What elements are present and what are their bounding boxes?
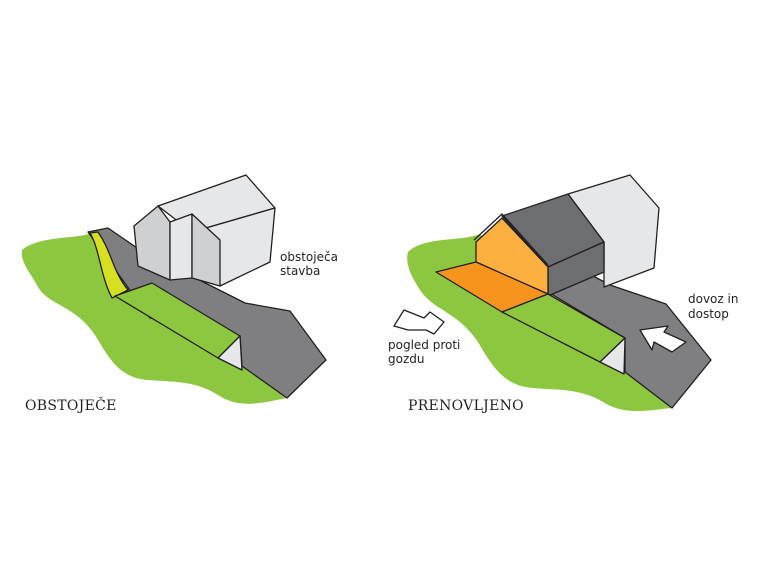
left-grass-area <box>21 232 287 404</box>
left-building-gable-mid <box>169 213 193 281</box>
view-label-line1: pogled proti <box>388 338 460 352</box>
existing-diagram: obstoječa stavba OBSTOJEČE <box>21 174 338 414</box>
access-label-line1: dovoz in <box>688 292 738 306</box>
building-label-line1: obstoječa <box>280 250 338 264</box>
right-building-gable-frame <box>473 213 549 266</box>
access-arrow-icon <box>639 325 687 353</box>
building-label-line2: stavba <box>280 264 320 278</box>
left-building-gable-right <box>191 213 221 287</box>
caption-renovated: PRENOVLJENO <box>408 398 524 414</box>
left-road-notch <box>217 335 243 371</box>
right-road-notch <box>599 337 626 375</box>
view-arrow-icon <box>393 309 445 335</box>
left-footpath <box>89 231 129 299</box>
caption-existing: OBSTOJEČE <box>25 396 117 414</box>
view-label-line2: gozdu <box>388 352 424 366</box>
access-label-line2: dostop <box>688 307 729 321</box>
renovated-diagram: pogled proti gozdu dovoz in dostop PRENO… <box>388 174 738 414</box>
